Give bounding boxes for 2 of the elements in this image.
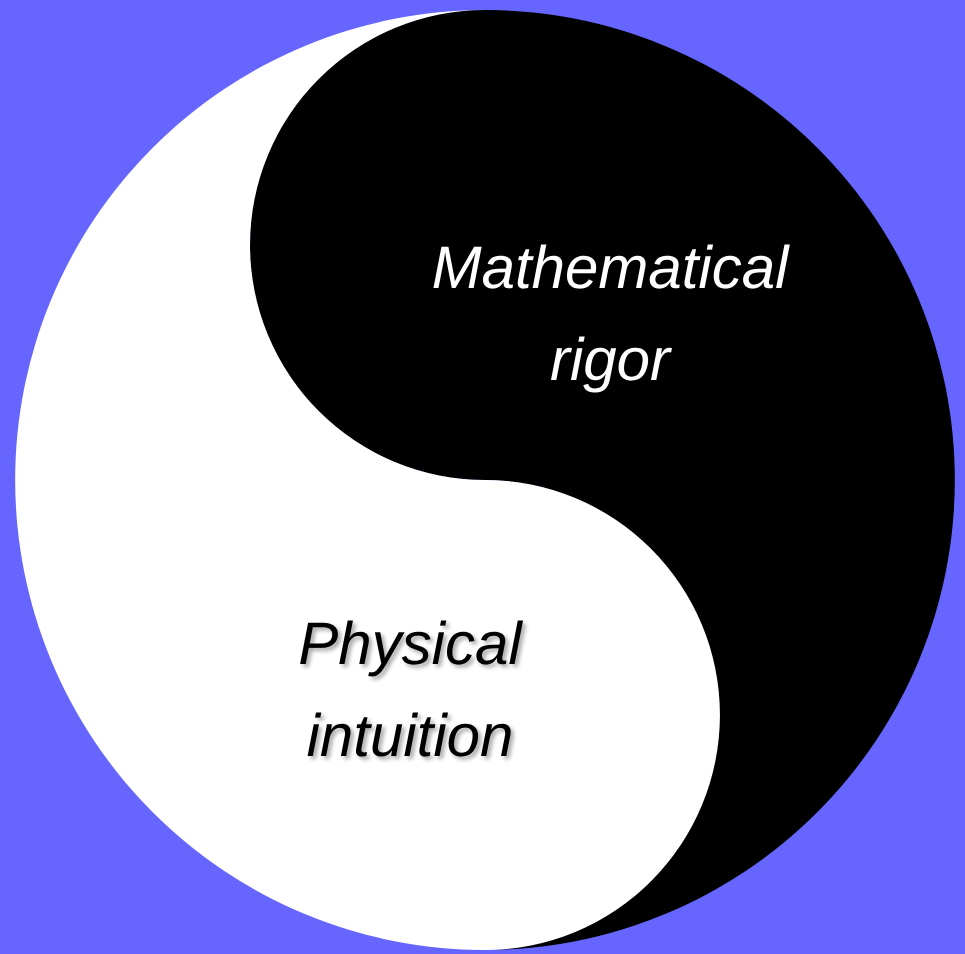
region-label: Physical intuition bbox=[297, 609, 524, 771]
region-label: Mathematical rigor bbox=[430, 233, 791, 395]
